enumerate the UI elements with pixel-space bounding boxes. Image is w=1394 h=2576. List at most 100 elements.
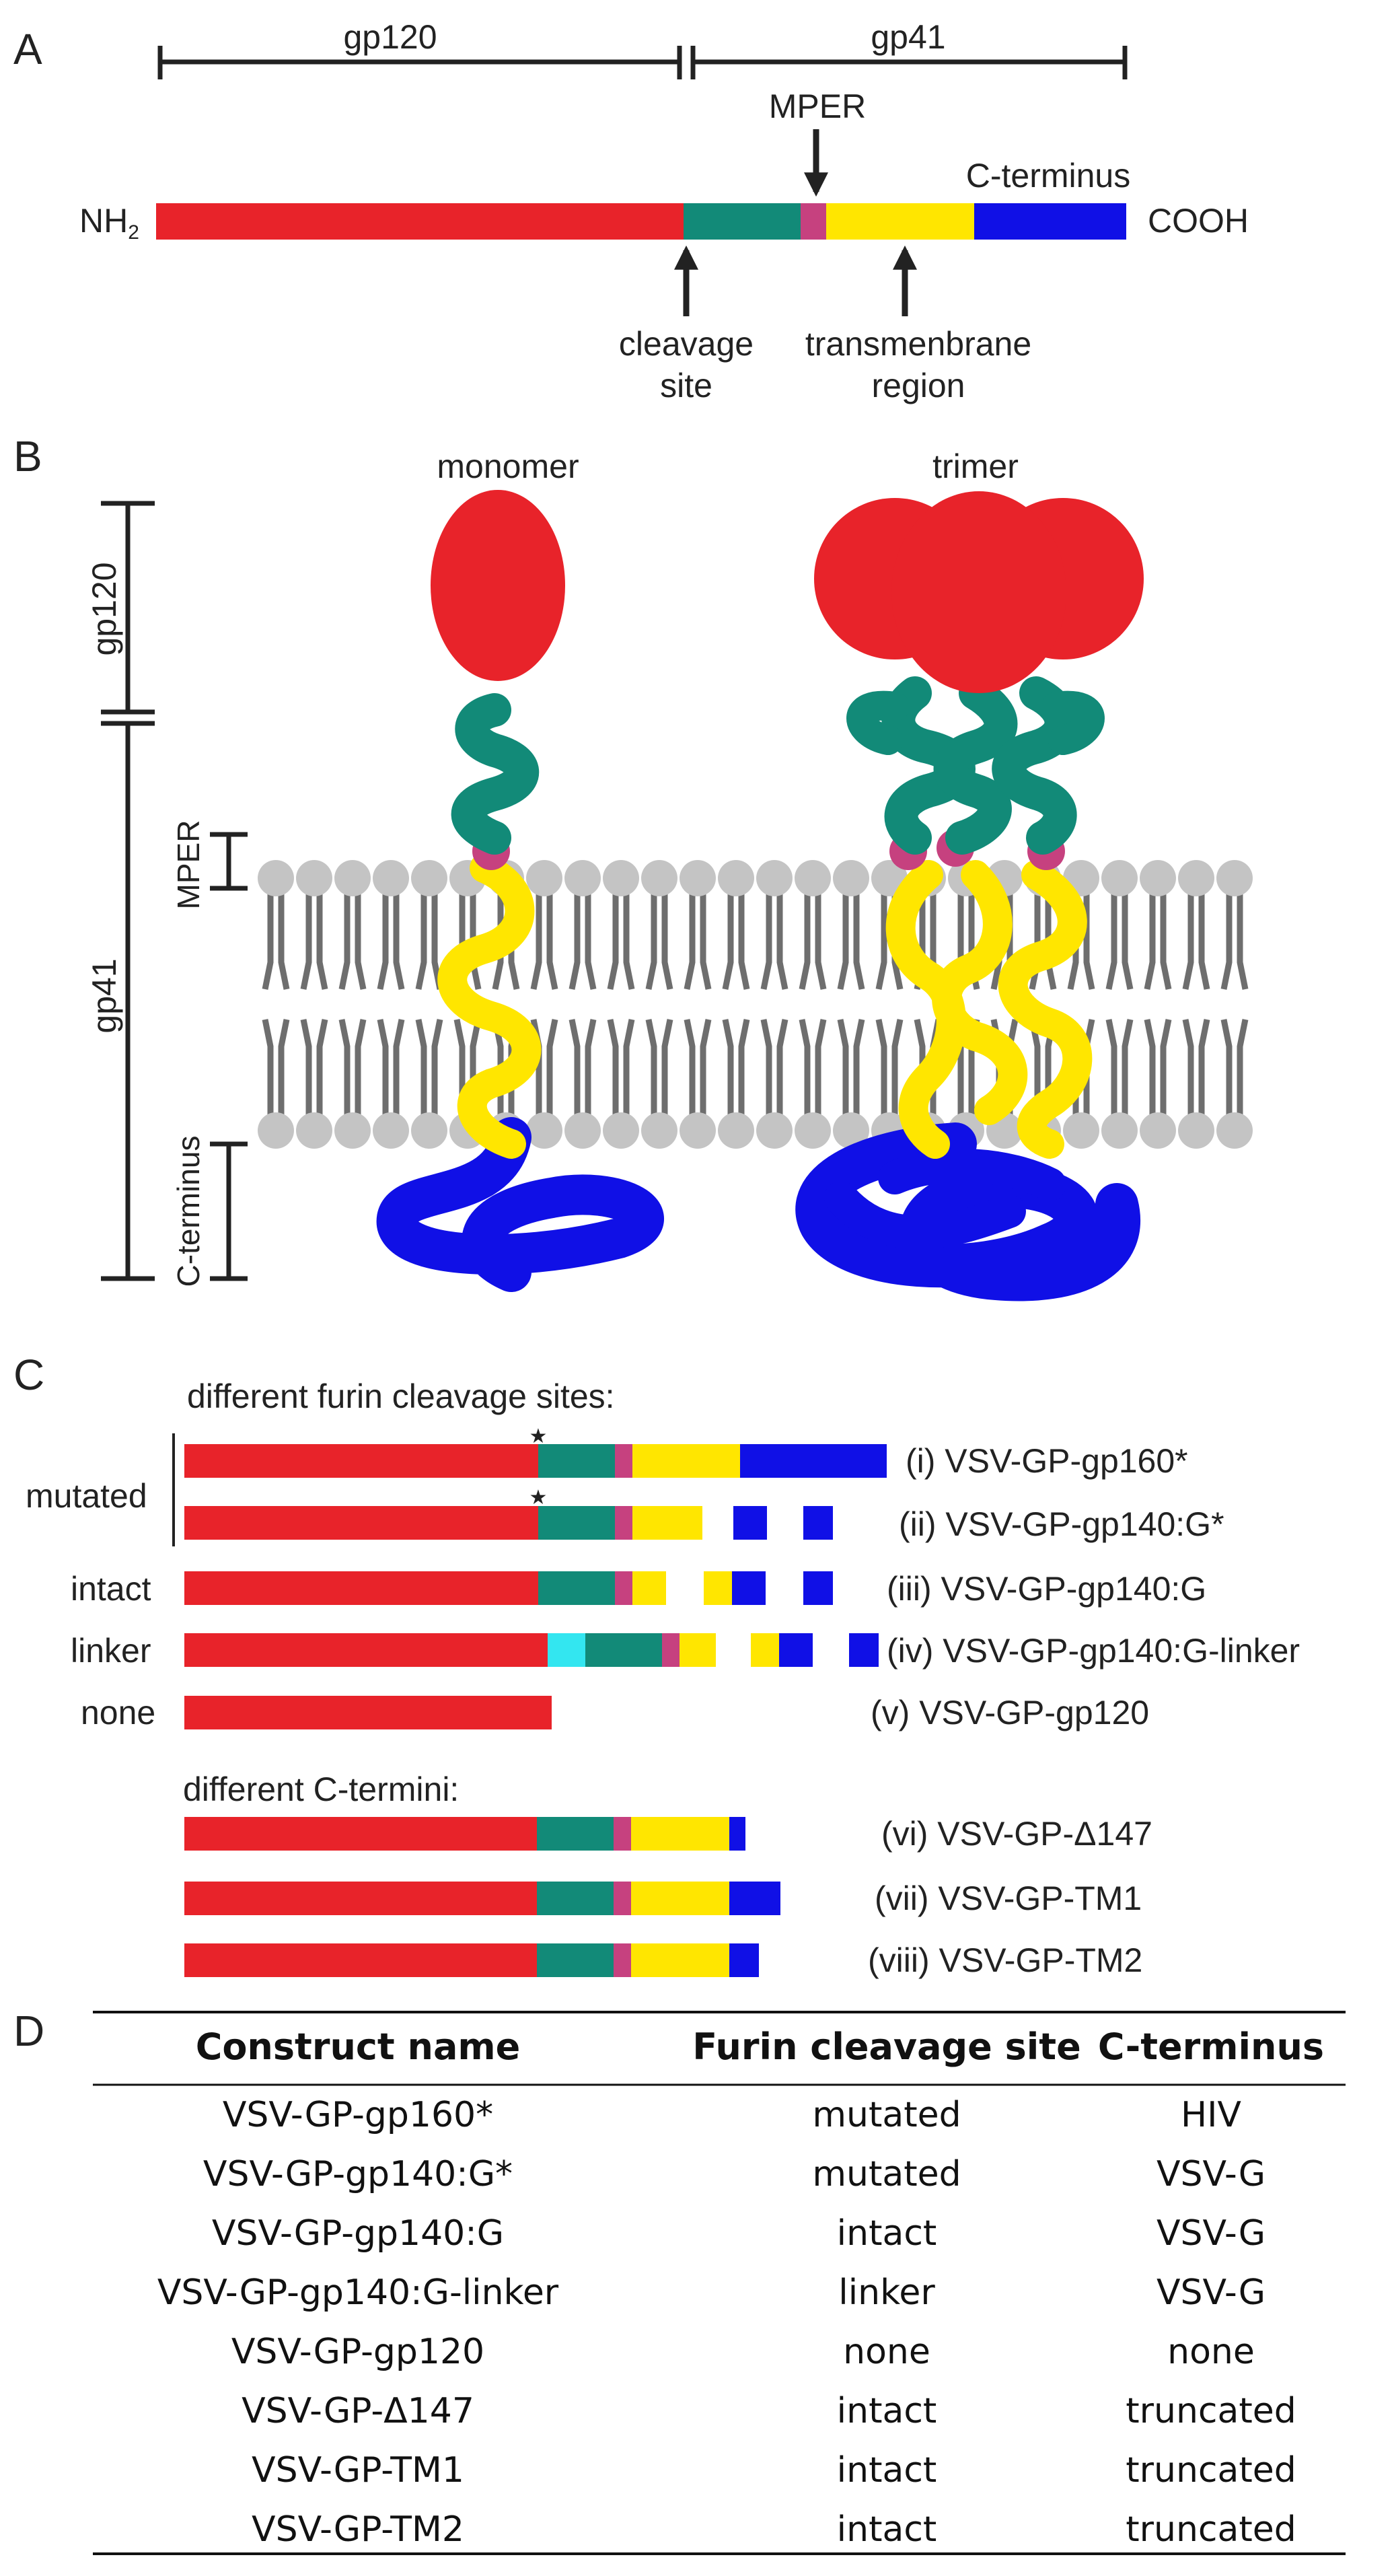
panel-c-letter: C [13,1351,44,1399]
panel-c: C different furin cleavage sites: mutate… [13,1351,1300,1979]
cleavage-label-2: site [660,367,712,404]
trimer-cterm-coil [795,1122,1141,1301]
cterm-label-a: C-terminus [966,157,1130,194]
trimer-gp41-coil-2 [933,676,1018,855]
lipid [526,860,562,1149]
panel-b: B monomer trimer gp120 gp41 MPER C-termi… [13,432,1253,1301]
table-cell-construct: VSV-GP-Δ147 [242,2391,474,2431]
lipid [603,860,639,1149]
trimer-envelope [795,491,1144,1301]
table-cell-cterm: truncated [1126,2391,1296,2431]
side-scale [101,501,248,1281]
table-cell-construct: VSV-GP-gp140:G* [203,2154,513,2194]
construct-label-iv: (iv) VSV-GP-gp140:G-linker [887,1632,1300,1670]
construct-v-bar [184,1696,552,1729]
side-label-gp120: gp120 [85,562,123,655]
construct-label-iii: (iii) VSV-GP-gp140:G [887,1570,1206,1608]
tm-label-1: transmenbrane [805,325,1031,363]
lipid-bilayer [258,860,1253,1149]
construct-iv-bar [184,1633,879,1667]
monomer-tm-helix [437,853,542,1159]
lipid [1178,860,1214,1149]
table-cell-construct: VSV-GP-gp120 [231,2332,484,2372]
table-cell-construct: VSV-GP-TM2 [252,2509,464,2550]
construct-vi-bar [184,1817,745,1851]
c-terminus-end-label: COOH [1148,202,1249,240]
table-row: VSV-GP-gp140:G intact VSV-G [212,2213,1265,2254]
lipid [1140,860,1176,1149]
table-cell-construct: VSV-GP-gp160* [223,2095,493,2135]
construct-i-bar [184,1444,887,1478]
group-label-none: none [81,1694,155,1731]
trimer-label: trimer [932,448,1019,485]
cterm-title: different C-termini: [183,1770,459,1808]
lipid [564,860,601,1149]
table-cell-furin: intact [837,2509,937,2550]
lipid [756,860,793,1149]
construct-ii-bar [184,1506,833,1540]
table-cell-furin: linker [838,2273,935,2313]
lipid [833,860,869,1149]
table-cell-furin: mutated [812,2095,961,2135]
table-cell-furin: none [843,2332,930,2372]
table-cell-furin: intact [837,2450,937,2491]
range-label-gp120: gp120 [343,18,437,56]
furin-title: different furin cleavage sites: [187,1378,615,1415]
panel-d: D Construct name Furin cleavage site C-t… [13,2007,1346,2555]
bar-mper-segment [801,203,826,240]
construct-label-viii: (viii) VSV-GP-TM2 [868,1941,1142,1979]
lipid [641,860,677,1149]
monomer-cterm-coil [376,1117,664,1292]
panel-d-letter: D [13,2007,44,2055]
side-label-cterm: C-terminus [171,1136,206,1287]
table-header-furin: Furin cleavage site [692,2026,1080,2068]
trimer-tm-helix-2 [932,860,1028,1125]
construct-label-vi: (vi) VSV-GP-Δ147 [881,1815,1152,1853]
lipid [411,860,447,1149]
panel-b-letter: B [13,432,42,480]
table-cell-construct: VSV-GP-gp140:G [212,2213,504,2254]
lipid [795,860,831,1149]
trimer-gp120-head-2 [891,491,1066,693]
table-cell-cterm: VSV-G [1157,2213,1265,2254]
linear-envelope-bar [156,203,1126,240]
table-cell-furin: intact [837,2391,937,2431]
range-label-gp41: gp41 [871,18,945,56]
lipid [680,860,716,1149]
mper-label: MPER [769,87,866,125]
table-cell-cterm: VSV-G [1157,2154,1265,2194]
table-cell-cterm: none [1167,2332,1255,2372]
cleavage-label-1: cleavage [619,325,754,363]
table-header-construct: Construct name [196,2026,521,2068]
trimer-gp41-coil-3 [992,676,1078,855]
group-label-mutated: mutated [26,1477,147,1515]
mutation-star-1: ★ [529,1425,548,1447]
trimer-cterm-coil-2 [824,1148,1066,1250]
side-label-gp41: gp41 [85,958,123,1033]
lipid [296,860,332,1149]
group-label-intact: intact [71,1570,151,1608]
panel-a: A gp120 gp41 NH2 COOH MPER C-terminus cl [13,18,1249,404]
tm-label-2: region [872,367,965,404]
table-cell-cterm: VSV-G [1157,2273,1265,2313]
trimer-gp41-coil-outer [846,690,1105,755]
lipid [1216,860,1253,1149]
panel-a-letter: A [13,25,42,73]
lipid [258,860,294,1149]
table-cell-construct: VSV-GP-TM1 [252,2450,464,2491]
side-label-mper: MPER [171,820,206,910]
construct-label-i: (i) VSV-GP-gp160* [906,1442,1188,1480]
table-cell-furin: intact [837,2213,937,2254]
trimer-tm-helix-3 [998,860,1093,1159]
monomer-gp41-coil [451,693,540,855]
table-header-cterm: C-terminus [1098,2026,1324,2068]
monomer-gp120-head [431,490,565,681]
construct-viii-bar [184,1943,759,1977]
monomer-envelope [376,490,664,1292]
